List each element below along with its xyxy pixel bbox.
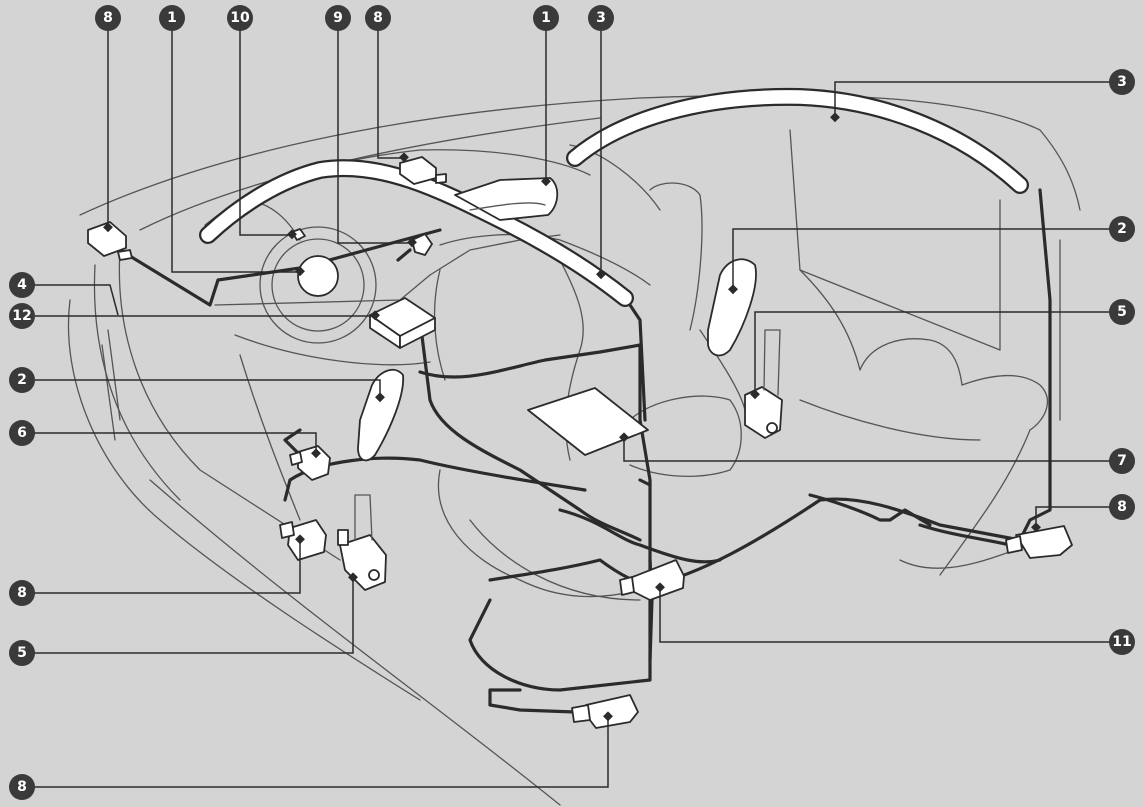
callout-number: 5 [1117,304,1127,320]
callout-number: 10 [230,10,250,26]
callout-badge: 12 [9,303,35,329]
callout-number: 11 [1112,634,1131,650]
callout-number: 2 [17,372,27,388]
callout-badge: 6 [9,420,35,446]
callout-badge: 8 [365,5,391,31]
callout-badge: 11 [1109,629,1135,655]
callout-number: 4 [17,277,27,293]
callout-badge: 8 [95,5,121,31]
callout-badge: 8 [9,580,35,606]
callout-number: 3 [596,10,606,26]
callout-number: 2 [1117,221,1127,237]
callout-badge: 7 [1109,448,1135,474]
callout-number: 1 [167,10,177,26]
callout-number: 9 [333,10,343,26]
driver-airbag-module [298,256,338,296]
callout-badge: 1 [533,5,559,31]
callout-badge: 8 [9,774,35,800]
callout-badge: 3 [1109,69,1135,95]
front-side-airbag-right [708,259,756,355]
callout-number: 8 [373,10,383,26]
callout-number: 8 [17,779,27,795]
callout-badge: 8 [1109,494,1135,520]
callout-badge: 2 [9,367,35,393]
callout-number: 8 [103,10,113,26]
vehicle-body-outline [68,95,1080,805]
callout-number: 5 [17,645,27,661]
callout-badge: 4 [9,272,35,298]
passenger-weight-sensor [528,388,648,455]
side-sensor-left [288,520,326,560]
callout-badge: 5 [9,640,35,666]
callout-badge: 10 [227,5,253,31]
callout-number: 8 [17,585,27,601]
callout-badge: 2 [1109,216,1135,242]
callout-badge: 3 [588,5,614,31]
rear-sensor [586,695,638,728]
callout-badge: 9 [325,5,351,31]
callout-number: 1 [541,10,551,26]
callout-number: 6 [17,425,27,441]
callout-number: 8 [1117,499,1127,515]
callout-number: 12 [12,308,31,324]
callout-badge: 5 [1109,299,1135,325]
callout-badge: 1 [159,5,185,31]
side-sensor-center [630,560,684,600]
callout-number: 3 [1117,74,1127,90]
callout-number: 7 [1117,453,1127,469]
